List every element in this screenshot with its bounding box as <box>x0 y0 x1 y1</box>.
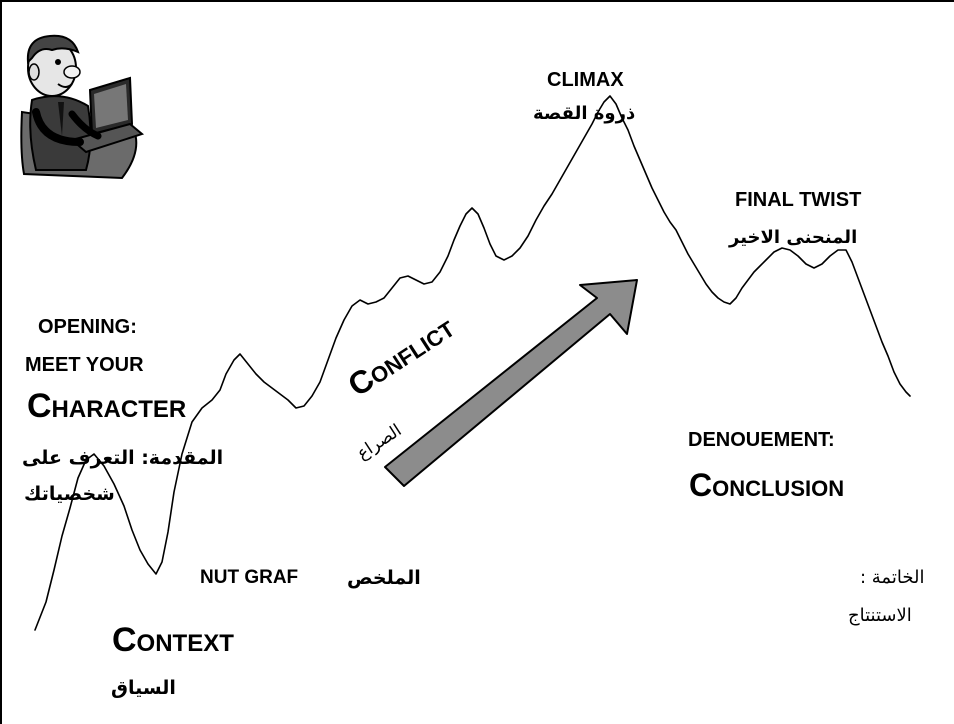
opening-label-line3: Character <box>27 387 187 425</box>
final-twist-arabic-label: المنحنى الاخير <box>729 227 858 248</box>
denouement-label-line2: Conclusion <box>689 467 845 503</box>
opening-arabic-line2: شخصياتك <box>24 483 115 505</box>
conclusion-arabic-line2: الاستنتاج <box>848 605 912 626</box>
nut-graf-arabic-label: الملخص <box>347 567 421 589</box>
climax-arabic-label: ذروة القصة <box>533 103 636 124</box>
conclusion-arabic-line1: الخاتمة : <box>860 567 925 588</box>
person-laptop-icon <box>20 34 145 180</box>
final-twist-label: FINAL TWIST <box>735 189 862 211</box>
opening-arabic-line1: المقدمة: التعرف على <box>22 447 224 469</box>
story-arc-line <box>34 95 911 631</box>
opening-label-line2: MEET YOUR <box>25 354 144 376</box>
context-arabic-label: السياق <box>111 677 176 699</box>
climax-label: CLIMAX <box>547 69 624 91</box>
opening-label-line1: OPENING: <box>38 316 137 338</box>
conflict-arrow-icon <box>384 279 638 487</box>
context-label: Context <box>112 621 234 659</box>
nut-graf-label: NUT GRAF <box>200 567 299 588</box>
denouement-label-line1: DENOUEMENT: <box>688 429 835 451</box>
